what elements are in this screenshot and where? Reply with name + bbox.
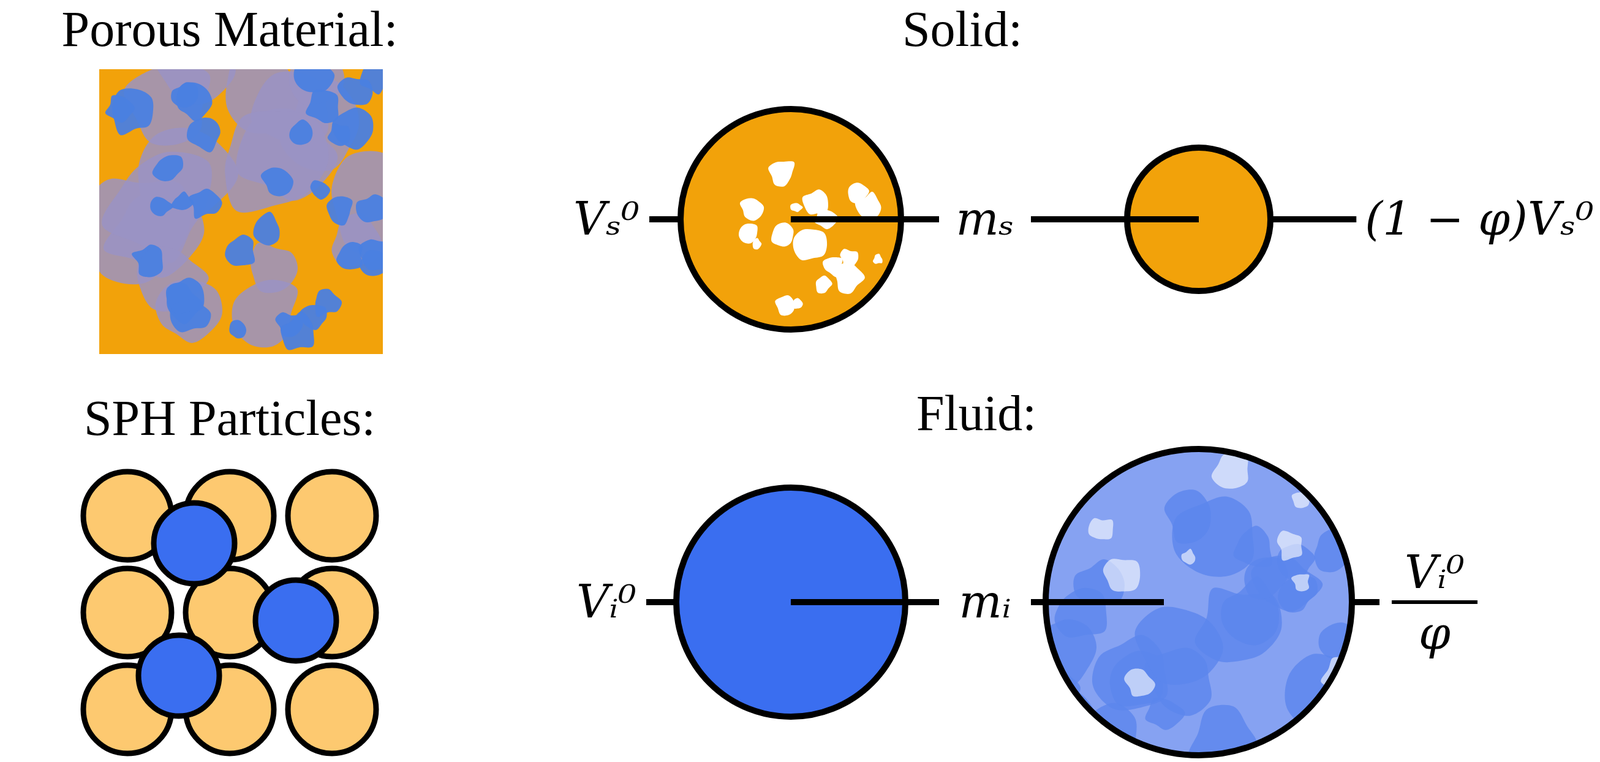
panel-title: Solid: <box>902 1 1023 57</box>
volume-label: Vᵢ⁰ <box>576 577 637 627</box>
panel-title: SPH Particles: <box>83 390 376 446</box>
leader-line <box>1270 216 1357 223</box>
volume-label: Vₛ⁰ <box>573 194 640 244</box>
porous-fluid-circle <box>1029 435 1382 762</box>
mass-label: mᵢ <box>958 577 1011 627</box>
mass-label: mₛ <box>955 194 1014 244</box>
porous-texture <box>99 69 383 355</box>
panel-title: Porous Material: <box>61 1 399 57</box>
panel-title: Fluid: <box>916 385 1037 442</box>
sph-particles <box>83 471 377 754</box>
fraction-numerator: Vᵢ⁰ <box>1404 547 1465 598</box>
volume-label: (1 − φ)Vₛ⁰ <box>1364 194 1594 244</box>
leader-lines <box>646 219 1478 603</box>
fraction-denominator: φ <box>1418 608 1451 658</box>
